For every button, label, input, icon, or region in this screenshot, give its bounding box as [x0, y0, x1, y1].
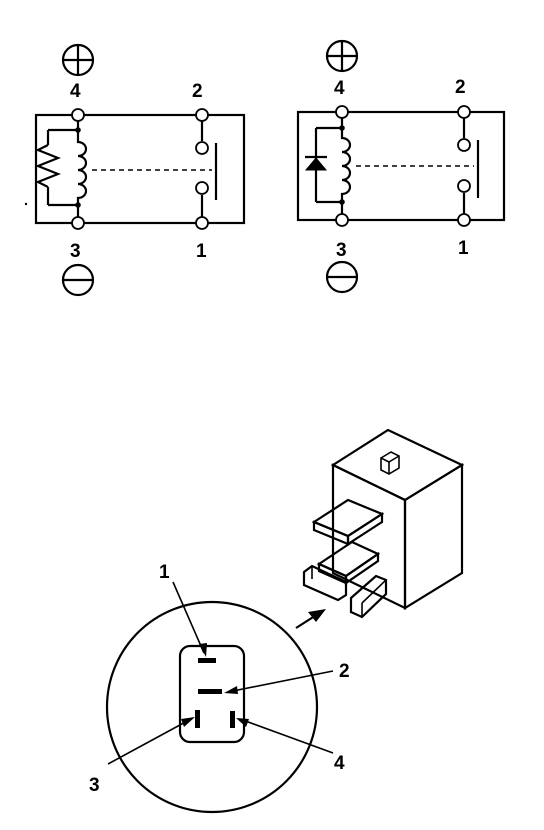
resistor-icon — [35, 144, 61, 188]
callout-label-1: 1 — [159, 562, 170, 583]
relay-body-icon — [302, 428, 465, 619]
slot-3 — [195, 710, 200, 728]
pin-label-2: 2 — [192, 81, 203, 102]
coil-icon — [76, 130, 88, 205]
callout-label-2: 2 — [339, 661, 350, 682]
relay-housing — [296, 110, 506, 222]
terminal-4 — [71, 108, 85, 122]
arrow-head-icon — [308, 609, 326, 622]
pin-label-4: 4 — [70, 81, 81, 102]
pin-label-3: 3 — [336, 240, 347, 261]
minus-circle-icon — [325, 260, 359, 294]
callout-label-3: 3 — [89, 775, 100, 796]
pin-label-2: 2 — [455, 77, 466, 98]
connector-outline — [178, 644, 246, 744]
schematic-right: 4 2 3 1 — [296, 39, 506, 294]
plus-circle-icon — [61, 43, 95, 77]
diode-icon — [304, 155, 328, 171]
callouts — [107, 581, 334, 765]
slot-2 — [198, 689, 222, 694]
schematic-left: 4 2 3 1 — [24, 43, 246, 297]
terminal-2 — [457, 105, 471, 119]
terminal-4 — [335, 105, 349, 119]
plus-circle-icon — [325, 39, 359, 73]
slot-4 — [230, 711, 235, 728]
terminal-3 — [71, 216, 85, 230]
pin-label-3: 3 — [70, 241, 81, 262]
terminal-1 — [195, 216, 209, 230]
minus-circle-icon — [61, 263, 95, 297]
terminal-2 — [195, 108, 209, 122]
magnifier-circle-icon — [105, 600, 319, 814]
coil-icon — [340, 128, 352, 202]
terminal-1 — [457, 213, 471, 227]
terminal-3 — [335, 213, 349, 227]
pin-label-1: 1 — [196, 241, 207, 262]
relay-housing — [34, 113, 246, 225]
pin-label-1: 1 — [458, 238, 469, 259]
slot-1 — [198, 658, 216, 663]
pin-label-4: 4 — [334, 78, 345, 99]
callout-label-4: 4 — [334, 753, 345, 774]
relay-terminals — [302, 498, 388, 619]
